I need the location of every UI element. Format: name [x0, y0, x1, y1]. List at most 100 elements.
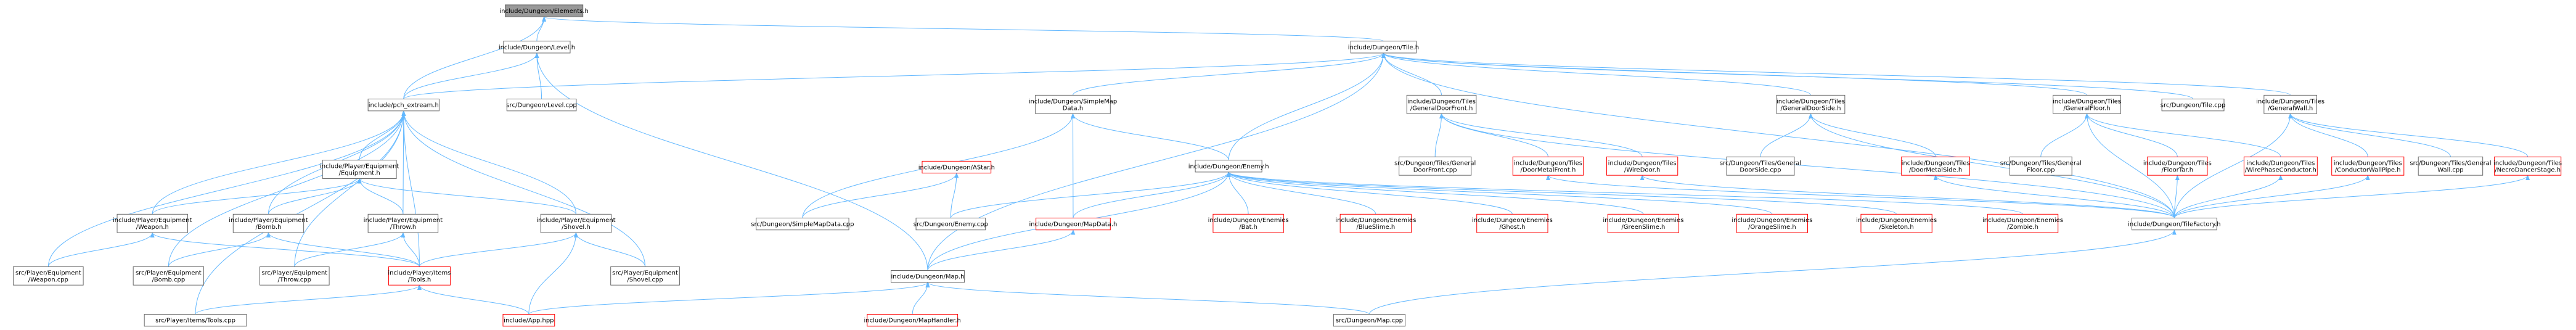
- file-node-wire-phase-h[interactable]: include/Dungeon/Tiles/WirePhaseConductor…: [2243, 156, 2318, 176]
- file-node-map-h[interactable]: include/Dungeon/Map.h: [891, 270, 965, 283]
- node-label: include/Dungeon/Tiles: [2246, 160, 2315, 167]
- file-node-door-metal-front-h[interactable]: include/Dungeon/Tiles/DoorMetalFront.h: [1512, 156, 1584, 176]
- file-node-gen-door-side-h[interactable]: include/Dungeon/Tiles/GeneralDoorSide.h: [1776, 94, 1846, 114]
- node-label: include/Player/Equipment: [320, 163, 399, 170]
- file-node-gen-door-side-cpp[interactable]: src/Dungeon/Tiles/GeneralDoorSide.cpp: [1720, 156, 1801, 176]
- dependency-edge: [401, 110, 406, 215]
- dependency-edge: [2085, 113, 2178, 157]
- file-node-zombie-h[interactable]: include/Dungeon/Enemies/Zombie.h: [1982, 213, 2063, 233]
- file-node-gen-wall-h[interactable]: include/Dungeon/Tiles/GeneralWall.h: [2256, 94, 2325, 114]
- node-box: [867, 314, 959, 327]
- node-box: [2418, 156, 2484, 176]
- node-box: [2147, 156, 2208, 176]
- node-label: include/Dungeon/Tiles: [2493, 160, 2562, 167]
- dependency-edge: [357, 178, 404, 215]
- node-label: /DoorMetalSide.h: [1909, 167, 1962, 173]
- file-node-necro-stage-h[interactable]: include/Dungeon/Tiles/NecroDancerStage.h: [2493, 156, 2562, 176]
- file-node-tilefactory-h[interactable]: include/Dungeon/TileFactory.h: [2128, 217, 2221, 231]
- file-node-door-metal-side-h[interactable]: include/Dungeon/Tiles/DoorMetalSide.h: [1901, 156, 1970, 176]
- file-node-tools-h[interactable]: include/Player/Items/Tools.h: [388, 266, 451, 286]
- dependency-edge: [401, 110, 576, 215]
- file-node-map-cpp[interactable]: src/Dungeon/Map.cpp: [1333, 314, 1406, 327]
- node-box: [133, 266, 205, 286]
- file-node-weapon-cpp[interactable]: src/Player/Equipment/Weapon.cpp: [13, 266, 84, 286]
- dependency-edge: [2085, 113, 2281, 157]
- file-node-enemy-cpp[interactable]: src/Dungeon/Enemy.cpp: [914, 217, 988, 231]
- node-label: /Throw.h: [390, 224, 417, 231]
- file-node-floor-tar-h[interactable]: include/Dungeon/Tiles/FloorTar.h: [2143, 156, 2212, 176]
- dependency-edge: [1071, 113, 1229, 160]
- dependency-edge: [403, 16, 547, 99]
- node-label: include/Dungeon/Enemies: [1603, 217, 1683, 224]
- file-node-gen-floor-cpp[interactable]: src/Dungeon/Tiles/GeneralFloor.cpp: [2000, 156, 2082, 176]
- node-box: [1736, 213, 1809, 233]
- node-label: /Throw.cpp: [278, 276, 311, 283]
- file-node-bomb-h[interactable]: include/Player/Equipment/Bomb.h: [229, 213, 308, 233]
- node-box: [756, 217, 849, 231]
- node-label: src/Dungeon/Tiles/General: [2410, 160, 2491, 167]
- dependency-edge: [1381, 52, 2291, 96]
- dependency-edge: [950, 172, 959, 218]
- node-label: /GeneralDoorFront.h: [1410, 105, 1473, 112]
- file-node-shovel-cpp[interactable]: src/Player/Equipment/Shovel.cpp: [610, 266, 680, 286]
- file-node-tile-h[interactable]: include/Dungeon/Tile.h: [1348, 41, 1419, 54]
- file-node-pch[interactable]: include/pch_extream.h: [367, 99, 440, 112]
- file-node-mapdata-h[interactable]: include/Dungeon/MapData.h: [1029, 217, 1118, 231]
- node-label: src/Dungeon/Tiles/General: [1720, 160, 1801, 167]
- node-box: [2243, 156, 2318, 176]
- dependency-edge: [528, 281, 930, 315]
- node-label: /GreenSlime.h: [1621, 224, 1665, 231]
- file-node-conductor-wall-h[interactable]: include/Dungeon/Tiles/ConductorWallPipe.…: [2331, 156, 2405, 176]
- file-node-enemy-h[interactable]: include/Dungeon/Enemy.h: [1188, 160, 1269, 173]
- file-node-ghost-h[interactable]: include/Dungeon/Enemies/Ghost.h: [1472, 213, 1553, 233]
- file-node-weapon-h[interactable]: include/Player/Equipment/Weapon.h: [113, 213, 192, 233]
- file-node-maphandler-h[interactable]: include/Dungeon/MapHandler.h: [864, 314, 961, 327]
- file-node-gen-door-front-cpp[interactable]: src/Dungeon/Tiles/GeneralDoorFront.cpp: [1394, 156, 1476, 176]
- file-node-gen-wall-cpp[interactable]: src/Dungeon/Tiles/GeneralWall.cpp: [2410, 156, 2492, 176]
- file-node-simplemapdata-h[interactable]: include/Dungeon/SimpleMapData.h: [1029, 94, 1118, 114]
- file-node-level-h[interactable]: include/Dungeon/Level.h: [499, 41, 575, 54]
- file-node-tools-cpp[interactable]: src/Player/Items/Tools.cpp: [144, 314, 247, 327]
- file-node-level-cpp[interactable]: src/Dungeon/Level.cpp: [506, 99, 577, 112]
- node-box: [367, 213, 439, 233]
- dependency-edge: [950, 171, 1231, 218]
- file-node-throw-h[interactable]: include/Player/Equipment/Throw.h: [364, 213, 443, 233]
- node-label: src/Dungeon/Tiles/General: [1394, 160, 1476, 167]
- file-node-blueslime-h[interactable]: include/Dungeon/Enemies/BlueSlime.h: [1335, 213, 1416, 233]
- node-label: include/Dungeon/Enemies: [1472, 217, 1553, 224]
- node-label: /Tools.h: [408, 276, 431, 283]
- file-node-app-hpp[interactable]: include/App.hpp: [502, 314, 555, 327]
- file-node-bat-h[interactable]: include/Dungeon/Enemies/Bat.h: [1208, 213, 1289, 233]
- file-node-gen-floor-h[interactable]: include/Dungeon/Tiles/GeneralFloor.h: [2053, 94, 2121, 114]
- node-label: /GeneralFloor.h: [2063, 105, 2110, 112]
- dependency-edge: [359, 110, 406, 160]
- file-node-equipment-h[interactable]: include/Player/Equipment/Equipment.h: [320, 160, 399, 179]
- dependency-edge: [2173, 175, 2530, 218]
- dependency-edge: [168, 232, 271, 267]
- file-node-skeleton-h[interactable]: include/Dungeon/Enemies/Skeleton.h: [1856, 213, 1937, 233]
- file-node-bomb-cpp[interactable]: src/Player/Equipment/Bomb.cpp: [133, 266, 205, 286]
- file-node-astar-h[interactable]: include/Dungeon/AStar.h: [918, 160, 995, 174]
- dependency-edge: [1226, 171, 1897, 215]
- file-node-tile-cpp[interactable]: src/Dungeon/Tile.cpp: [2161, 99, 2226, 112]
- dependency-edge: [927, 229, 1076, 271]
- file-node-simplemapdata-cpp[interactable]: src/Dungeon/SimpleMapData.cpp: [751, 217, 854, 231]
- file-node-wire-door-h[interactable]: include/Dungeon/Tiles/WireDoor.h: [1606, 156, 1678, 176]
- node-label: include/Dungeon/Enemies: [1982, 217, 2063, 224]
- node-label: /ConductorWallPipe.h: [2335, 167, 2401, 173]
- node-label: Floor.cpp: [2027, 167, 2055, 173]
- file-node-orangeslime-h[interactable]: include/Dungeon/Enemies/OrangeSlime.h: [1732, 213, 1812, 233]
- file-node-greenslime-h[interactable]: include/Dungeon/Enemies/GreenSlime.h: [1603, 213, 1683, 233]
- node-label: src/Player/Equipment: [261, 270, 327, 276]
- node-box: [1606, 156, 1678, 176]
- file-node-throw-cpp[interactable]: src/Player/Equipment/Throw.cpp: [260, 266, 330, 286]
- file-node-shovel-h[interactable]: include/Player/Equipment/Shovel.h: [536, 213, 616, 233]
- node-label: include/Dungeon/Enemies: [1856, 217, 1937, 224]
- file-node-gen-door-front-h[interactable]: include/Dungeon/Tiles/GeneralDoorFront.h: [1406, 94, 1477, 114]
- node-label: include/Player/Equipment: [113, 217, 192, 224]
- dependency-edge: [1226, 171, 1513, 215]
- node-label: Data.h: [1063, 105, 1083, 112]
- node-label: include/Dungeon/MapData.h: [1029, 221, 1118, 228]
- dependency-edge: [1226, 171, 2024, 215]
- node-label: include/Dungeon/Tiles: [1902, 160, 1970, 167]
